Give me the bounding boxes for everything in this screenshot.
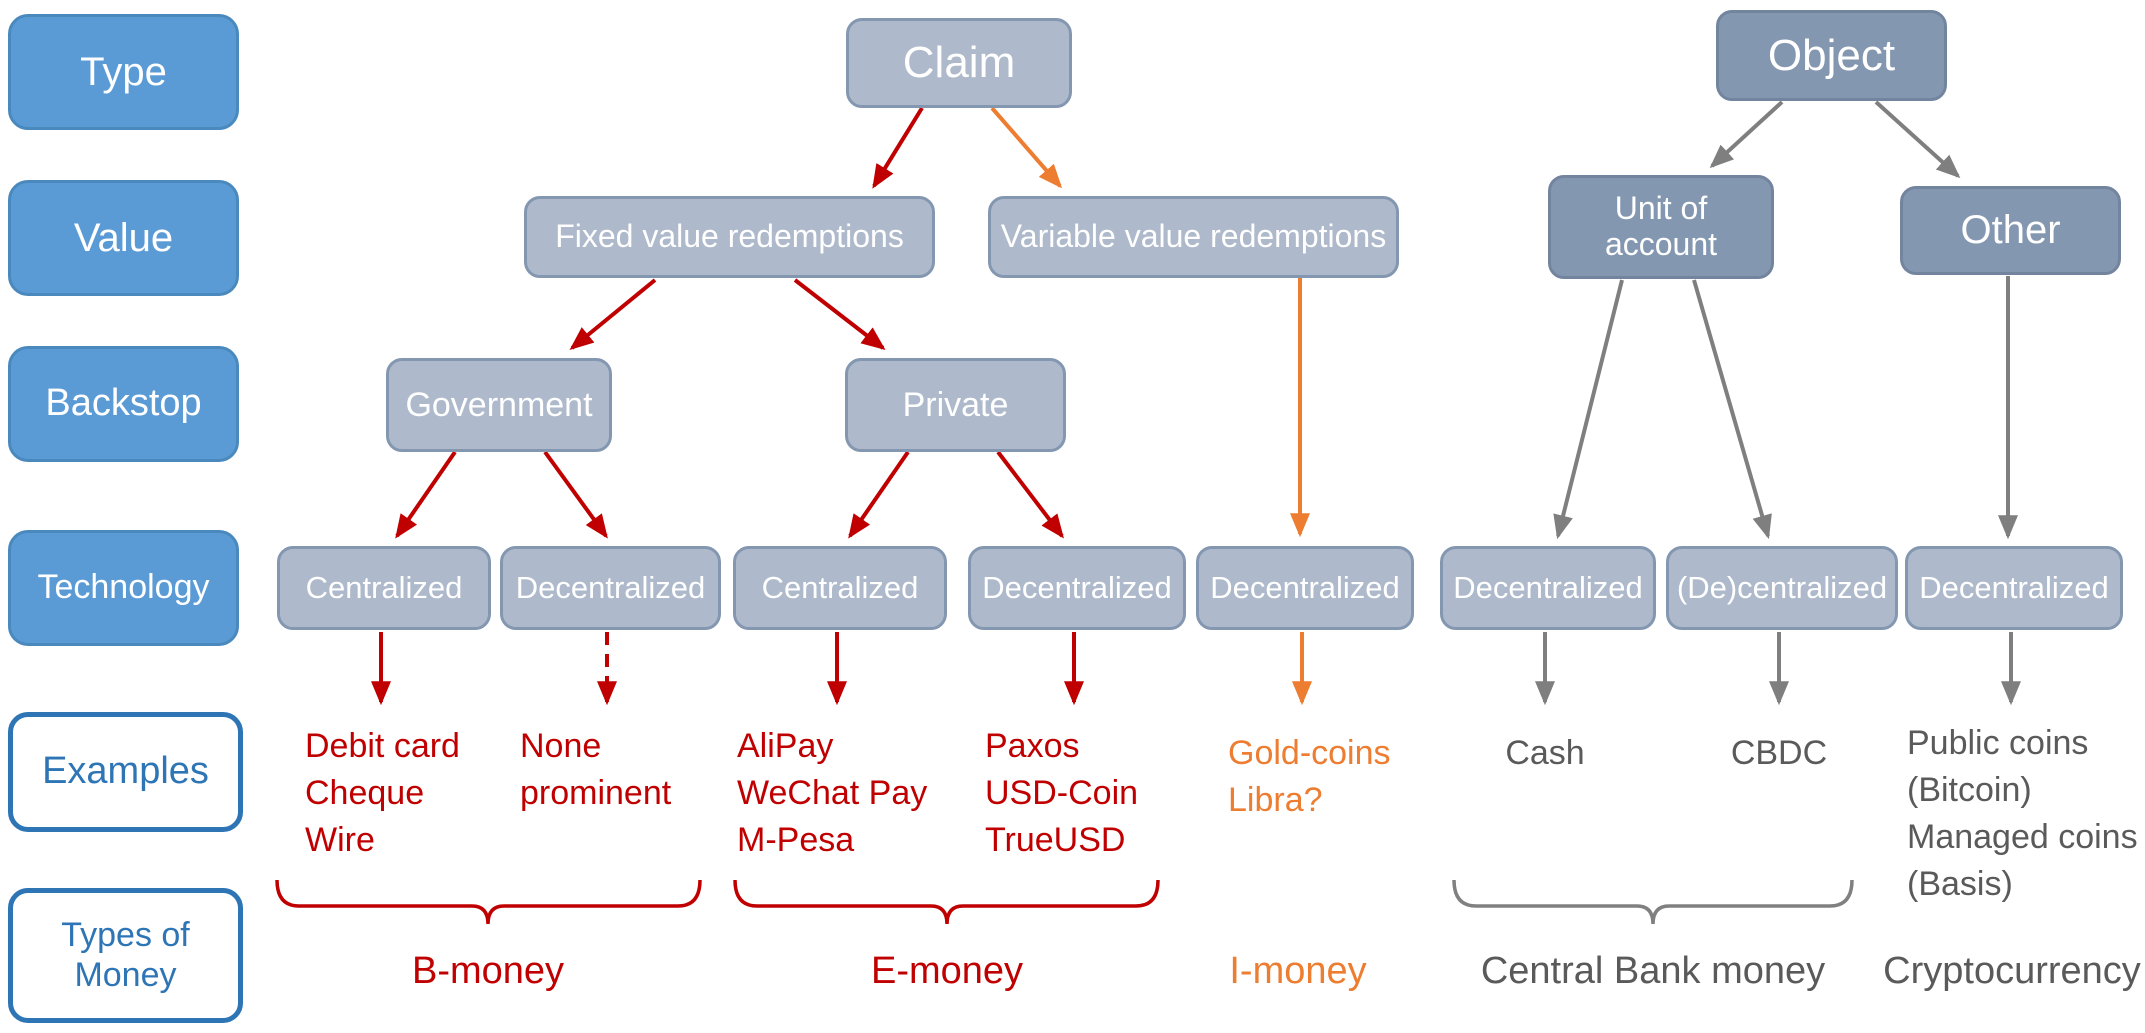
row-label-type: Type xyxy=(8,14,239,130)
node-tech-de-centralized-uoa: (De)centralized xyxy=(1666,546,1898,630)
node-fixed-value-redemptions: Fixed value redemptions xyxy=(524,196,935,278)
arrow-claim-to-variable xyxy=(990,106,1063,189)
arrow-private-to-centralized xyxy=(848,450,910,539)
brace-b-money xyxy=(275,879,702,925)
node-claim: Claim xyxy=(846,18,1072,108)
arrow-object-to-other xyxy=(1874,100,1961,179)
money-type-central-bank-money: Central Bank money xyxy=(1480,950,1826,992)
money-type-i-money: I-money xyxy=(1229,950,1367,992)
row-label-backstop: Backstop xyxy=(8,346,239,462)
arrow-government-to-decentralized xyxy=(543,450,608,539)
node-tech-decentralized-gov: Decentralized xyxy=(500,546,721,630)
arrow-object-to-unit-of-account xyxy=(1709,100,1784,169)
node-variable-value-redemptions: Variable value redemptions xyxy=(988,196,1399,278)
row-label-examples: Examples xyxy=(8,712,243,832)
examples-other-decentralized: Public coins (Bitcoin) Managed coins (Ba… xyxy=(1907,724,2138,903)
row-label-value: Value xyxy=(8,180,239,296)
arrow-fixed-to-private xyxy=(793,278,886,350)
money-type-e-money: E-money xyxy=(870,950,1024,992)
examples-variable-decentralized: Gold-coins Libra? xyxy=(1228,734,1391,819)
node-government: Government xyxy=(386,358,612,452)
node-tech-centralized-private: Centralized xyxy=(733,546,947,630)
examples-uoa-de-centralized: CBDC xyxy=(1730,734,1828,772)
brace-e-money xyxy=(733,879,1160,925)
node-tech-centralized-gov: Centralized xyxy=(277,546,491,630)
examples-private-centralized: AliPay WeChat Pay M-Pesa xyxy=(737,727,928,859)
money-type-b-money: B-money xyxy=(411,950,565,992)
arrow-fixed-to-government xyxy=(569,278,657,351)
node-tech-decentralized-other: Decentralized xyxy=(1905,546,2123,630)
examples-gov-decentralized: None prominent xyxy=(520,727,672,812)
node-object: Object xyxy=(1716,10,1947,101)
arrow-government-to-centralized xyxy=(395,450,457,539)
examples-private-decentralized: Paxos USD-Coin TrueUSD xyxy=(985,727,1139,859)
node-other: Other xyxy=(1900,186,2121,275)
examples-uoa-decentralized: Cash xyxy=(1505,734,1585,772)
row-label-technology: Technology xyxy=(8,530,239,646)
arrow-claim-to-fixed xyxy=(872,106,924,189)
arrow-uoa-to-decentralized xyxy=(1553,279,1624,540)
node-tech-decentralized-private: Decentralized xyxy=(968,546,1186,630)
node-private: Private xyxy=(845,358,1066,452)
node-tech-decentralized-variable: Decentralized xyxy=(1196,546,1414,630)
row-label-types-of-money: Types of Money xyxy=(8,888,243,1023)
examples-gov-centralized: Debit card Cheque Wire xyxy=(305,727,460,859)
node-tech-decentralized-uoa: Decentralized xyxy=(1440,546,1656,630)
arrow-uoa-to-de-centralized xyxy=(1692,279,1772,540)
brace-central-bank-money xyxy=(1452,879,1854,925)
money-type-cryptocurrency: Cryptocurrency xyxy=(1883,950,2141,992)
node-unit-of-account: Unit of account xyxy=(1548,175,1774,279)
arrow-private-to-decentralized xyxy=(996,450,1064,539)
